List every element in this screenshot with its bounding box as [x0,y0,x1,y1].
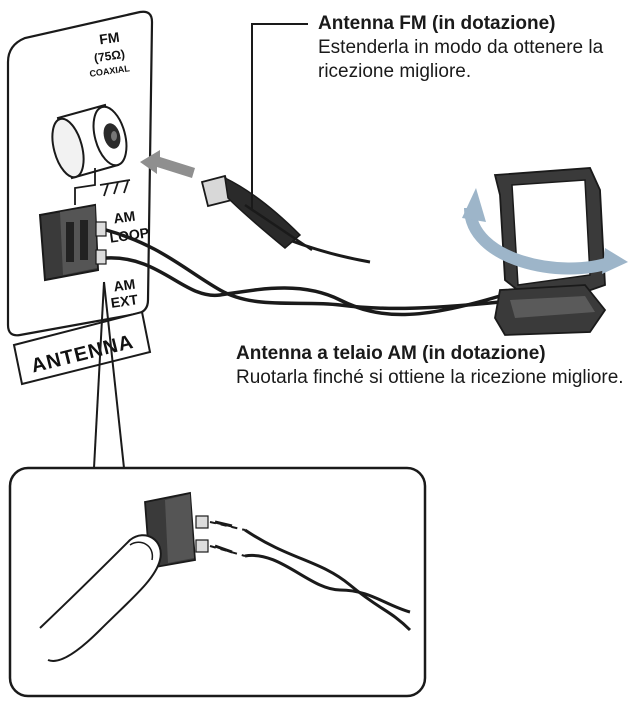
ground-symbol [74,168,131,205]
fm-label-line2: (75Ω) [93,47,126,65]
am-twisted-wire [105,228,501,317]
fm-label-line1: FM [98,29,120,48]
rotate-arrow-icon [462,188,628,275]
zoom-lines [93,281,125,469]
am-antenna-title: Antenna a telaio AM (in dotazione) [236,343,546,364]
fm-callout-leader [251,23,308,210]
am-antenna-callout: Antenna a telaio AM (in dotazione) Ruota… [236,342,631,390]
fm-coaxial-label: FM (75Ω) COAXIAL [89,29,131,79]
fm-antenna-callout: Antenna FM (in dotazione) Estenderla in … [318,12,628,84]
insert-arrow [140,150,195,178]
am-ext-label-line2: EXT [110,291,140,311]
am-ext-label-line1: AM [112,276,136,295]
am-terminal [38,203,107,282]
fm-antenna-description: Estenderla in modo da ottenere la ricezi… [318,37,604,82]
fm-antenna-title: Antenna FM (in dotazione) [318,13,556,34]
fm-coaxial-jack [51,103,128,180]
am-antenna-description: Ruotarla finché si ottiene la ricezione … [236,367,624,388]
fm-antenna-plug [200,174,371,264]
am-terminal-labels: AM LOOP AM EXT [109,208,151,311]
am-loop-label-line1: AM [112,208,136,227]
detail-inset [8,466,427,698]
